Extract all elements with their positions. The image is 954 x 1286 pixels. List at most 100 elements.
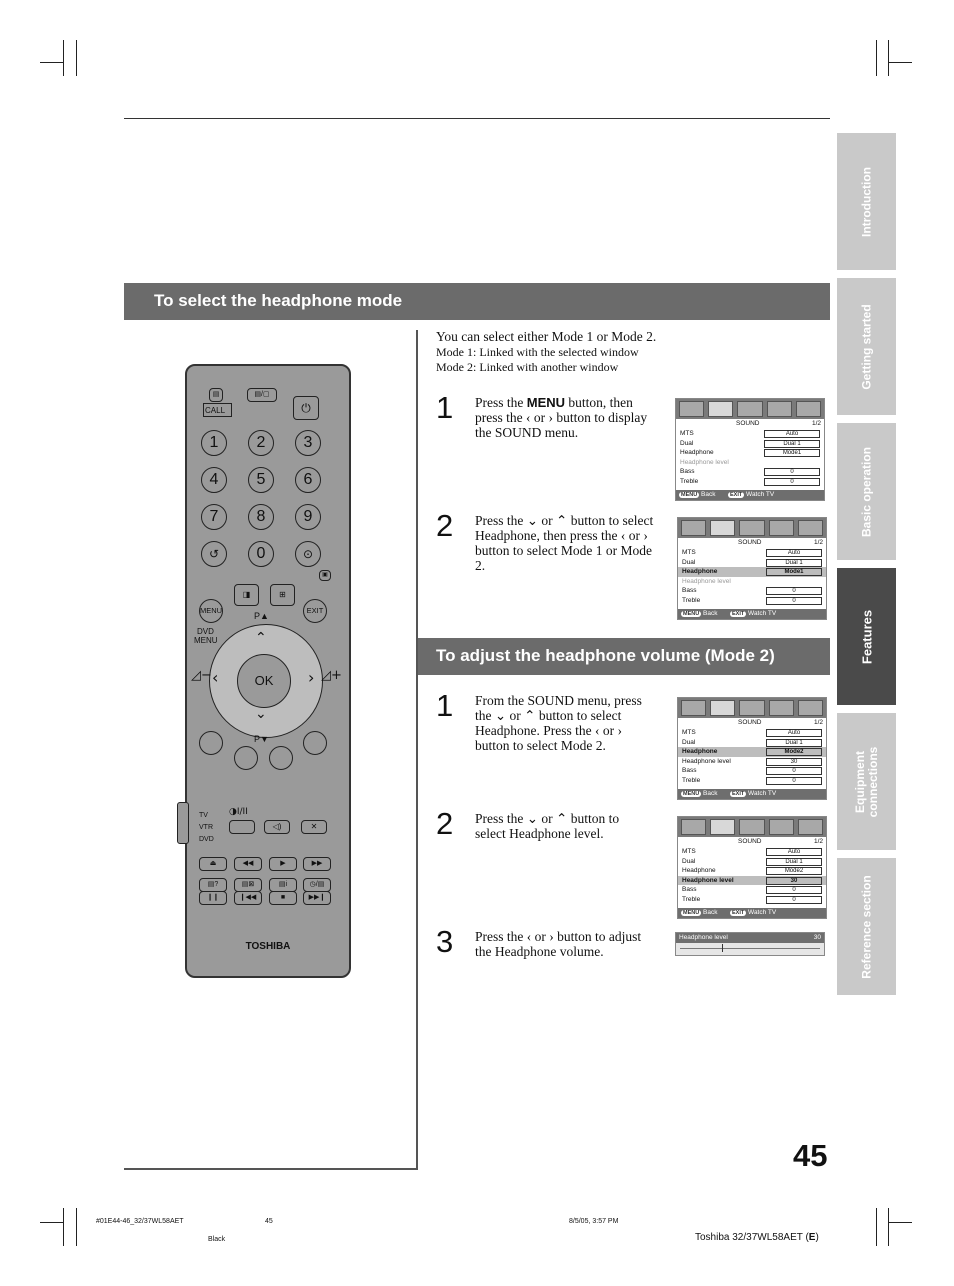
tab-basic-operation[interactable]: Basic operation <box>837 423 896 560</box>
osd-row-value: Mode1 <box>766 568 822 576</box>
skip-back-icon[interactable]: ❙◀◀ <box>234 891 262 905</box>
picture-mode-icon[interactable]: ▣ <box>319 570 331 581</box>
digit-1-button[interactable]: 1 <box>201 430 227 456</box>
digit-8-button[interactable]: 8 <box>248 504 274 530</box>
osd-exit[interactable]: EXIT Watch TV <box>728 491 775 498</box>
volume-down-icon[interactable]: ◿− <box>191 668 212 683</box>
osd-exit[interactable]: EXIT Watch TV <box>730 790 777 797</box>
play-icon[interactable]: ▶ <box>269 857 297 871</box>
osd-row[interactable]: Headphone level <box>676 458 824 468</box>
osd-row-value: Dual 1 <box>766 558 822 567</box>
digit-6-button[interactable]: 6 <box>295 467 321 493</box>
digit-2-button[interactable]: 2 <box>248 430 274 456</box>
tab-introduction[interactable]: Introduction <box>837 133 896 270</box>
osd-exit[interactable]: EXIT Watch TV <box>730 909 777 916</box>
blue-button[interactable] <box>303 731 327 755</box>
digit-0-button[interactable]: 0 <box>248 541 274 567</box>
pause-icon[interactable]: ❙❙ <box>199 891 227 905</box>
surround-button[interactable]: ◁) <box>264 820 290 834</box>
mode-switch[interactable] <box>177 802 189 844</box>
menu-tab-icon <box>766 401 792 417</box>
menu-icons <box>678 817 826 837</box>
reveal-icon[interactable]: ▤? <box>199 878 227 892</box>
ok-button[interactable]: OK <box>237 654 291 708</box>
chevron-left-icon[interactable]: ‹ <box>212 668 219 687</box>
mute-button[interactable]: ✕ <box>301 820 327 834</box>
chevron-right-icon[interactable]: › <box>308 668 315 687</box>
wide-button[interactable]: ⊞ <box>270 584 295 606</box>
clock-icon[interactable]: ◷/▤ <box>303 878 331 892</box>
tab-getting-started[interactable]: Getting started <box>837 278 896 415</box>
osd-row-label: Headphone <box>682 867 716 874</box>
exit-button[interactable]: EXIT <box>303 599 327 623</box>
eject-icon[interactable]: ⏏ <box>199 857 227 871</box>
osd-title: SOUND <box>738 719 762 726</box>
tab-reference-section[interactable]: Reference section <box>837 858 896 995</box>
index-icon[interactable]: ▤i <box>269 878 297 892</box>
input-icon[interactable]: ⊙ <box>295 541 321 567</box>
digit-4-button[interactable]: 4 <box>201 467 227 493</box>
menu-button[interactable]: MENU <box>199 599 223 623</box>
fast-forward-icon[interactable]: ▶▶ <box>303 857 331 871</box>
chevron-up-icon[interactable]: ⌃ <box>255 630 267 646</box>
volume-up-icon[interactable]: ◿+ <box>321 668 342 683</box>
osd-back[interactable]: MENU Back <box>681 909 718 916</box>
green-button[interactable] <box>234 746 258 770</box>
osd-exit[interactable]: EXIT Watch TV <box>730 610 777 617</box>
menu-tab-icon <box>768 700 794 716</box>
osd-row-label: Headphone <box>682 748 718 755</box>
digit-9-button[interactable]: 9 <box>295 504 321 530</box>
tab-features[interactable]: Features <box>837 568 896 705</box>
skip-forward-icon[interactable]: ▶▶❙ <box>303 891 331 905</box>
recall-icon[interactable]: ↺ <box>201 541 227 567</box>
rewind-icon[interactable]: ◀◀ <box>234 857 262 871</box>
menu-tab-icon <box>681 819 707 835</box>
digit-5-button[interactable]: 5 <box>248 467 274 493</box>
digit-7-button[interactable]: 7 <box>201 504 227 530</box>
osd-back[interactable]: MENU Back <box>681 790 718 797</box>
yellow-button[interactable] <box>269 746 293 770</box>
osd-back[interactable]: MENU Back <box>681 610 718 617</box>
chevron-down-icon[interactable]: ⌄ <box>255 706 267 722</box>
picture-size-button[interactable]: ◨ <box>234 584 259 606</box>
level-slider-track[interactable] <box>680 948 820 949</box>
hold-icon[interactable]: ▤⊠ <box>234 878 262 892</box>
power-button[interactable]: ⏻ <box>293 396 319 420</box>
osd-back[interactable]: MENU Back <box>679 491 716 498</box>
call-teletext-icon[interactable]: ▤ <box>209 388 223 402</box>
digit-3-button[interactable]: 3 <box>295 430 321 456</box>
footer-color: Black <box>208 1236 226 1243</box>
osd-page: 1/2 <box>813 719 823 726</box>
red-button[interactable] <box>199 731 223 755</box>
dual-button[interactable] <box>229 820 255 834</box>
text-mix-icon[interactable]: ▤/▢ <box>247 388 277 402</box>
level-slider-thumb[interactable] <box>722 944 723 952</box>
menu-tab-icon <box>739 819 765 835</box>
osd-row[interactable]: Headphone level <box>678 577 826 587</box>
stop-icon[interactable]: ■ <box>269 891 297 905</box>
tab-equipment-connections[interactable]: Equipment connections <box>837 713 896 850</box>
top-rule <box>124 118 830 119</box>
